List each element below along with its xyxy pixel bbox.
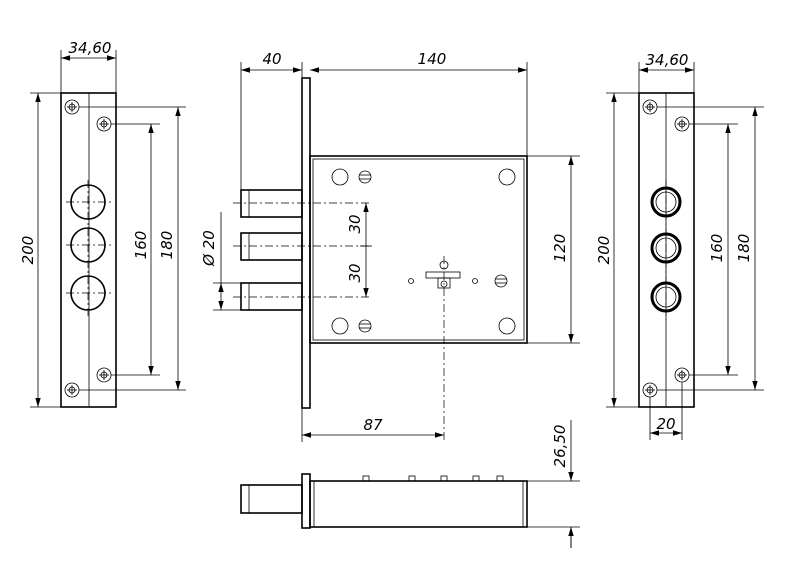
lock-case <box>309 155 528 344</box>
bottom-bolt <box>240 484 303 514</box>
left-faceplate-outline <box>60 92 117 408</box>
case-height-dim: 120 <box>551 234 569 263</box>
bottom-faceplate <box>301 473 311 529</box>
right-height-dim: 200 <box>595 236 613 265</box>
right-screw-top <box>642 99 658 115</box>
right-screw-bottom <box>642 382 658 398</box>
right-faceplate-outline <box>638 92 695 408</box>
left-screw-bottom <box>64 382 80 398</box>
bolt-diameter-dim: Ø 20 <box>200 230 218 267</box>
backset-dim: 87 <box>363 416 383 434</box>
case-hole-tr <box>498 168 516 186</box>
left-screw-top <box>64 99 80 115</box>
case-screw-top <box>358 170 372 184</box>
bolt-3 <box>240 282 303 311</box>
left-faceplate-view: 34,60 200 160 180 <box>19 39 186 408</box>
right-inner-dim-180: 180 <box>735 234 753 263</box>
case-width-dim: 140 <box>418 50 447 68</box>
thickness-dim: 26,50 <box>551 425 569 468</box>
case-screw-bottom <box>358 319 372 333</box>
bolt-spacing-dim-2: 30 <box>346 263 364 282</box>
right-screw-upper <box>674 116 690 132</box>
right-screw-lower <box>674 367 690 383</box>
left-screw-upper <box>96 116 112 132</box>
right-width-dim: 34,60 <box>646 51 689 69</box>
bottom-lock-view: 26,50 <box>240 420 580 548</box>
right-inner-dim-160: 160 <box>708 234 726 263</box>
case-screw-right <box>494 274 508 288</box>
left-width-dim: 34,60 <box>69 39 112 57</box>
case-hole-br <box>498 317 516 335</box>
bolt-projection-dim: 40 <box>262 50 281 68</box>
case-hole-tl <box>331 168 349 186</box>
bolt-2 <box>240 232 303 261</box>
left-screw-lower <box>96 367 112 383</box>
keyhole <box>408 260 478 289</box>
front-faceplate <box>301 77 311 409</box>
right-offset-dim: 20 <box>656 415 675 433</box>
left-inner-dim-180: 180 <box>158 231 176 260</box>
front-lock-view: 40 140 120 30 30 Ø 20 87 <box>200 50 580 442</box>
bolt-1 <box>240 189 303 218</box>
bottom-case <box>309 480 528 528</box>
case-hole-bl <box>331 317 349 335</box>
bolt-spacing-dim-1: 30 <box>346 214 364 233</box>
right-faceplate-view: 34,60 200 160 180 20 <box>595 51 764 440</box>
left-inner-dim-160: 160 <box>132 231 150 260</box>
left-height-dim: 200 <box>19 236 37 265</box>
